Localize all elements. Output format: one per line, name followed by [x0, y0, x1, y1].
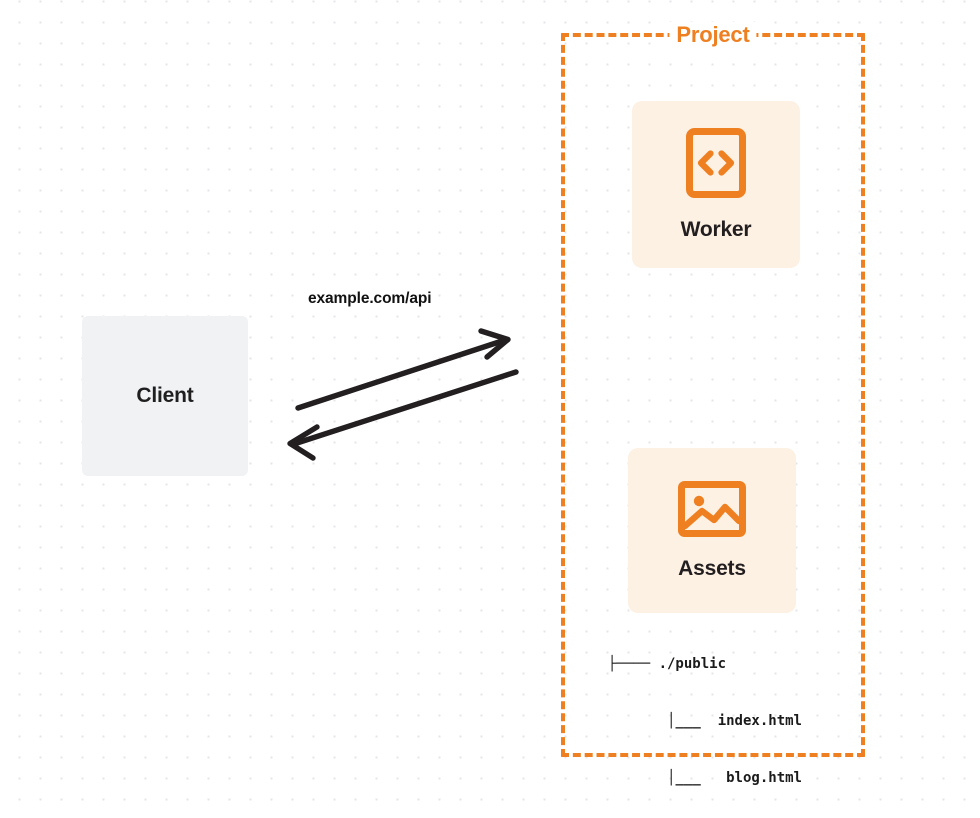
container-project: Project — [561, 22, 865, 757]
node-client-label: Client — [136, 384, 194, 407]
request-arrow — [295, 328, 511, 411]
image-picture-icon — [677, 480, 747, 543]
response-arrow — [287, 369, 519, 461]
node-assets-label: Assets — [678, 557, 746, 580]
assets-file-tree: ├──── ./public │___ index.html │___ blog… — [608, 617, 802, 818]
edge-label-request: example.com/api — [308, 290, 432, 307]
node-client[interactable]: Client — [82, 316, 248, 476]
code-brackets-icon — [685, 127, 747, 204]
container-project-label: Project — [669, 22, 757, 48]
tree-row: ├──── ./public — [608, 656, 727, 672]
tree-row: │___ blog.html — [641, 770, 802, 786]
tree-row: │___ index.html — [641, 713, 802, 729]
node-assets[interactable]: Assets — [628, 448, 796, 613]
node-worker[interactable]: Worker — [632, 101, 800, 268]
node-worker-label: Worker — [680, 218, 752, 241]
